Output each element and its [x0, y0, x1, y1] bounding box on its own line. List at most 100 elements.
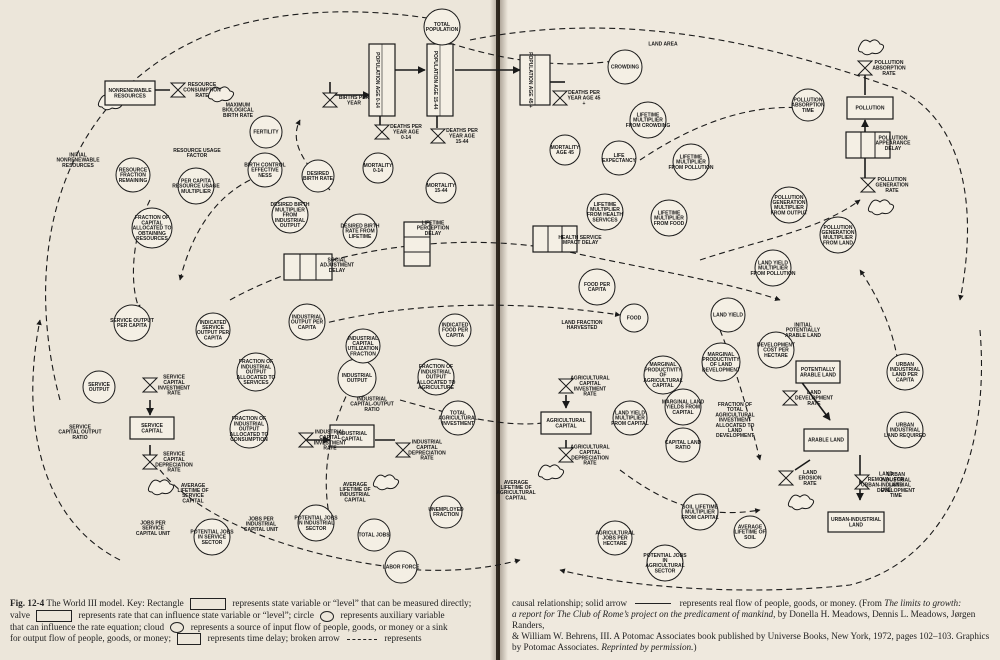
node-label-line: 0-14 — [373, 168, 383, 174]
node-label-line: LAND — [807, 390, 821, 396]
valve-icon — [856, 60, 874, 76]
node-label-line: CAPITAL — [344, 497, 365, 503]
node-label-line: LAND PER — [892, 372, 918, 378]
node-label-line: IN INDUSTRIAL — [298, 521, 335, 527]
node-label-line: URBAN — [887, 472, 905, 478]
node-label-line: JOBS PER — [602, 536, 628, 542]
caption-text: represents auxiliary variable — [340, 610, 445, 621]
node-label-line: SERVICE — [202, 325, 225, 331]
level-population-0-14: POPULATION AGE 0-14 — [374, 52, 380, 108]
node-label-line: DESIRED BIRTH — [341, 223, 380, 229]
node-label-line: REMOVAL FOR — [868, 477, 905, 483]
book-gutter — [490, 0, 508, 660]
node-label-line: INVESTMENT — [574, 386, 606, 392]
node-label-line: POLLUTION — [879, 135, 908, 141]
node-label-line: RATE — [583, 392, 597, 398]
node-label-line: LAND — [889, 483, 903, 489]
node-label-line: ABSORPTION — [791, 103, 825, 109]
node-label-line: PER CAPITA — [117, 323, 147, 329]
node-label-line: URBAN-INDUSTRIAL — [861, 482, 911, 488]
level-pollution: POLLUTION — [846, 96, 894, 120]
node-label-line: AVERAGE — [343, 482, 368, 488]
node-label-line: SERVICE — [163, 375, 186, 381]
node-label-line: FRACTION — [120, 173, 146, 179]
causal-arrow — [559, 329, 983, 591]
node-label-line: SERVICE — [69, 424, 92, 430]
node-label-line: RESOURCE — [188, 82, 217, 88]
node-label-line: RATE — [885, 188, 899, 194]
node-label-line: SERVICE OUTPUT — [110, 318, 154, 324]
node-label-line: PERCEPTION — [417, 226, 450, 232]
node-label-line: IN — [663, 558, 668, 564]
node-label-line: MAXIMUM — [226, 102, 250, 108]
node-label-line: FRACTION OF — [239, 359, 273, 365]
node-label-line: CAPITAL — [652, 383, 673, 389]
node-label-line: RATE — [420, 456, 434, 462]
node-label-line: TOTAL — [450, 410, 466, 416]
node-label-line: CAPITAL — [141, 220, 162, 226]
node-label-line: INDICATED — [442, 322, 469, 328]
node-label-line: CAPITAL UNIT — [244, 527, 278, 533]
node-label-line: CAPITAL OUTPUT — [58, 430, 101, 436]
node-label-line: LAND AREA — [648, 42, 678, 48]
node-label-line: POPULATION — [426, 27, 459, 33]
node-label-line: LABOR FORCE — [383, 565, 420, 571]
caption-text: that can influence the rate equation; cl… — [10, 622, 165, 632]
node-label-line: FROM LAND — [823, 240, 853, 246]
node-label-line: MARGINAL — [708, 352, 735, 358]
node-label-line: INDUSTRIAL — [890, 428, 920, 434]
node-label-line: RESOURCE USAGE — [173, 148, 221, 154]
causal-loops — [32, 11, 983, 591]
node-label-line: ALLOCATED TO — [230, 432, 269, 438]
node-label-line: CAPITAL — [505, 495, 526, 501]
key-solid-arrow-icon — [635, 603, 672, 605]
delay-social — [283, 253, 333, 281]
node-label-line: FROM OUTPUT — [771, 210, 808, 216]
node-label-line: LIFETIME — [349, 234, 372, 240]
node-label-line: LAND — [879, 472, 893, 478]
valve-icon — [321, 92, 339, 108]
node-label-line: ALLOCATED TO — [716, 423, 755, 429]
node-label-line: LIFETIME — [594, 202, 617, 208]
node-label-line: MULTIPLIER — [774, 205, 804, 211]
valve-icon — [297, 432, 315, 448]
node-label-line: MULTIPLIER — [590, 207, 620, 213]
valve-icon — [373, 124, 391, 140]
caption-text: by Potomac Associates. — [512, 642, 600, 652]
level-population-15-44: POPULATION AGE 15-44 — [432, 51, 438, 110]
node-label-line: CAPITAL — [141, 428, 162, 434]
node-label-line: POTENTIAL JOBS — [190, 529, 234, 535]
cloud-icon — [207, 86, 235, 103]
node-label-line: FRACTION OF — [718, 402, 752, 408]
node-label-line: YEAR AGE — [393, 130, 420, 136]
node-label-line: RESOURCES — [62, 163, 94, 169]
node-label-line: OUTPUT — [239, 427, 260, 433]
aux-fertility: FERTILITY — [249, 115, 283, 149]
node-label-line: USE — [881, 488, 892, 494]
node-label-line: FRACTION — [350, 351, 376, 357]
node-label-line: FROM CAPITAL — [681, 515, 718, 521]
node-label-line: SOCIAL — [328, 257, 347, 263]
node-label-line: INDUSTRIAL — [337, 431, 367, 437]
causal-arrow — [639, 106, 821, 161]
valve-icon — [557, 378, 575, 394]
node-label-line: LAND — [849, 522, 863, 528]
